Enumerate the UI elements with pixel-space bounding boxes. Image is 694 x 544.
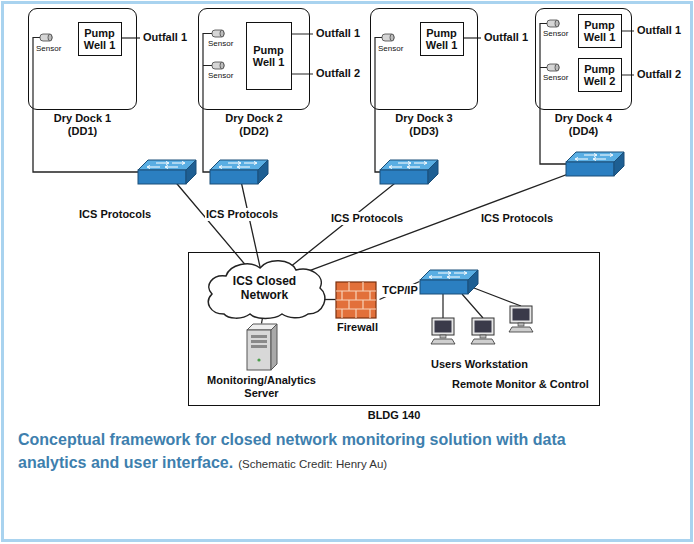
- dock-heading: Dry Dock 1 (DD1): [45, 112, 121, 138]
- server-icon: [251, 335, 267, 338]
- computer-icon: [431, 318, 455, 344]
- connector-label: ICS Protocols: [330, 212, 404, 225]
- sensor-label: Sensor: [543, 29, 568, 39]
- network-cloud: ICS Closed Network: [200, 256, 330, 320]
- server-text: Monitoring/Analytics Server: [197, 374, 327, 400]
- connector-label: ICS Protocols: [205, 208, 279, 221]
- dry-dock-box: Dry Dock 4 (DD4)Pump Well 1Pump Well 2: [535, 8, 632, 110]
- outfall-label: Outfall 2: [637, 68, 681, 81]
- dock-heading: Dry Dock 3 (DD3): [386, 112, 462, 138]
- outfall-label: Outfall 1: [637, 24, 681, 37]
- sensor-label: Sensor: [208, 39, 233, 49]
- sensor-icon: [547, 20, 559, 27]
- outfall-leader: [122, 37, 140, 38]
- firewall-icon: [336, 282, 376, 318]
- connector-line: [298, 110, 596, 275]
- server-icon: [251, 340, 267, 343]
- pump-well-box: Pump Well 1: [420, 22, 464, 56]
- connector-label: ICS Protocols: [78, 208, 152, 221]
- sensor-icon: [40, 34, 52, 41]
- area-label: Remote Monitor & Control: [452, 378, 589, 391]
- building-heading: BLDG 140: [368, 409, 421, 422]
- dock-heading: Dry Dock 2 (DD2): [216, 112, 292, 138]
- figure-caption-block: Conceptual framework for closed network …: [18, 428, 566, 476]
- connector-label: ICS Protocols: [480, 212, 554, 225]
- sensor-icon: [382, 34, 394, 41]
- firewall-icon: [336, 282, 376, 318]
- outfall-leader: [464, 37, 481, 38]
- server-icon: [251, 345, 267, 348]
- sensor-icon: [212, 30, 224, 37]
- firewall-text: Firewall: [337, 321, 378, 334]
- pump-well-box: Pump Well 1: [246, 22, 292, 90]
- computer-icon: [509, 306, 533, 332]
- pump-well-text: Pump Well 1: [247, 23, 291, 89]
- network-switch: [210, 160, 268, 184]
- server-icon: [271, 324, 277, 370]
- pump-well-box: Pump Well 1: [578, 14, 622, 48]
- sensor-label: Sensor: [36, 44, 61, 54]
- firewall-node: Firewall: [336, 282, 380, 334]
- connector-label: TCP/IP: [381, 284, 418, 297]
- pump-well-text: Pump Well 1: [421, 23, 463, 55]
- sensor-icon: [547, 64, 559, 71]
- network-switch: [138, 160, 196, 184]
- network-switch: [380, 160, 438, 184]
- computer-icon: [471, 318, 495, 344]
- server-icon: [257, 358, 260, 361]
- sensor-label: Sensor: [543, 73, 568, 83]
- server-icon: [247, 330, 271, 370]
- sensor-label: Sensor: [208, 71, 233, 81]
- sensor-icon: [212, 62, 224, 69]
- pump-well-text: Pump Well 1: [579, 15, 621, 47]
- pump-well-text: Pump Well 2: [579, 59, 621, 91]
- connector-line: [380, 282, 420, 300]
- network-text: ICS Closed Network: [223, 274, 307, 302]
- outfall-label: Outfall 1: [316, 27, 360, 40]
- workstation-group: Users Workstation: [420, 266, 540, 372]
- outfall-leader: [622, 31, 634, 75]
- connector-line: [285, 110, 409, 271]
- dock-heading: Dry Dock 4 (DD4): [546, 112, 622, 138]
- outfall-label: Outfall 2: [316, 67, 360, 80]
- connector-line: [33, 110, 250, 271]
- pump-well-box: Pump Well 2: [578, 58, 622, 92]
- dry-dock-box: Dry Dock 3 (DD3)Pump Well 1: [370, 8, 478, 110]
- sensor-label: Sensor: [378, 44, 403, 54]
- pump-well-box: Pump Well 1: [78, 22, 122, 56]
- server-node: Monitoring/Analytics Server: [197, 324, 327, 402]
- network-switch: [420, 270, 478, 294]
- workstation-text: Users Workstation: [431, 358, 528, 371]
- firewall-icon: [336, 282, 376, 318]
- credit-note: (Schematic Credit: Henry Au): [238, 458, 387, 470]
- outfall-label: Outfall 1: [484, 31, 528, 44]
- dry-dock-box: Dry Dock 2 (DD2)Pump Well 1: [198, 8, 310, 110]
- dry-dock-box: Dry Dock 1 (DD1)Pump Well 1: [28, 8, 137, 110]
- network-switch: [566, 152, 624, 176]
- server-icon: [247, 324, 277, 370]
- outfall-label: Outfall 1: [143, 31, 187, 44]
- cloud-outline: [208, 260, 324, 318]
- pump-well-text: Pump Well 1: [79, 23, 121, 55]
